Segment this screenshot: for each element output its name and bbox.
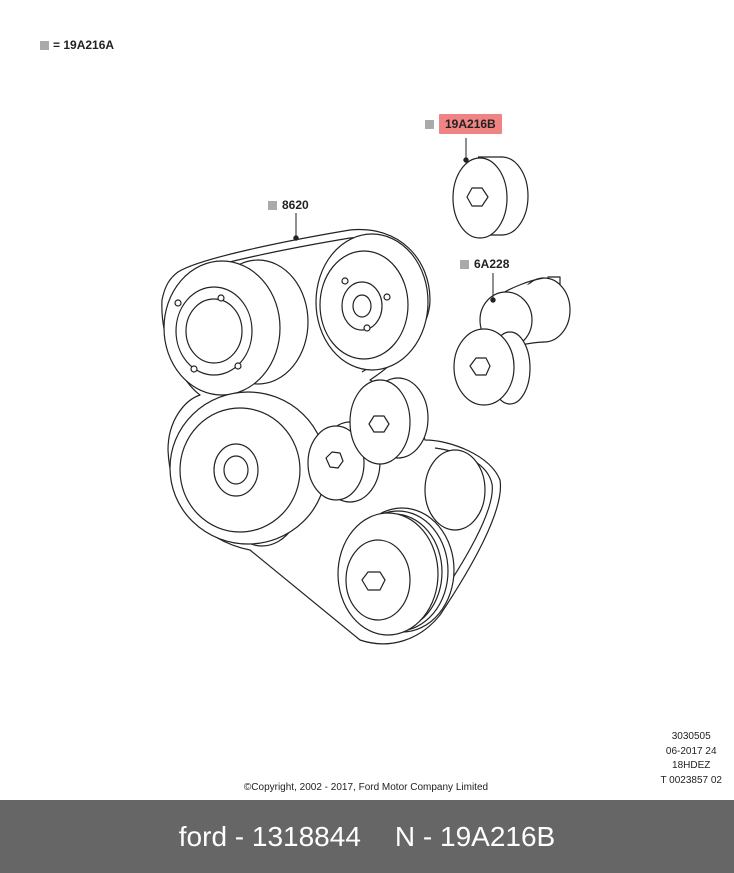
tensioner-pulley bbox=[349, 377, 429, 465]
meta-line: 18HDEZ bbox=[672, 760, 711, 771]
callout-8620[interactable]: 8620 bbox=[268, 198, 309, 212]
lower-large-pulley bbox=[169, 391, 327, 547]
part-number-footer: ford - 1318844 N - 19A216B bbox=[0, 800, 734, 873]
belt-drive-diagram bbox=[161, 138, 571, 645]
meta-line: T 0023857 02 bbox=[660, 774, 722, 786]
callout-swatch bbox=[425, 119, 434, 129]
legend: = 19A216A bbox=[40, 38, 114, 52]
callout-19a216b[interactable]: 19A216B bbox=[425, 114, 502, 134]
copyright-notice: ©Copyright, 2002 - 2017, Ford Motor Comp… bbox=[243, 782, 489, 793]
meta-line: 06-2017 24 bbox=[665, 745, 717, 757]
legend-swatch bbox=[40, 40, 49, 50]
legend-text: = 19A216A bbox=[53, 38, 115, 52]
callout-label: 19A216B bbox=[439, 114, 502, 134]
footer-part-code: N - 19A216B bbox=[394, 820, 556, 852]
crank-pulley bbox=[163, 259, 309, 396]
callout-label: 6A228 bbox=[474, 257, 510, 271]
bottom-damper-pulley bbox=[337, 507, 455, 636]
meta-line: 3030505 bbox=[671, 731, 711, 742]
callout-swatch bbox=[268, 200, 277, 210]
footer-oem-number: ford - 1318844 bbox=[178, 820, 361, 852]
diagram-meta-codes: 3030505 06-2017 24 18HDEZ T 0023857 02 bbox=[660, 730, 722, 788]
callout-label: 8620 bbox=[282, 198, 309, 212]
callout-6a228[interactable]: 6A228 bbox=[460, 257, 509, 271]
belt-loop-hole bbox=[424, 449, 486, 531]
callout-swatch bbox=[460, 259, 469, 269]
part-19a216b-pulley bbox=[452, 156, 529, 239]
alternator-pulley bbox=[315, 233, 429, 371]
part-6a228-tensioner bbox=[453, 276, 571, 406]
